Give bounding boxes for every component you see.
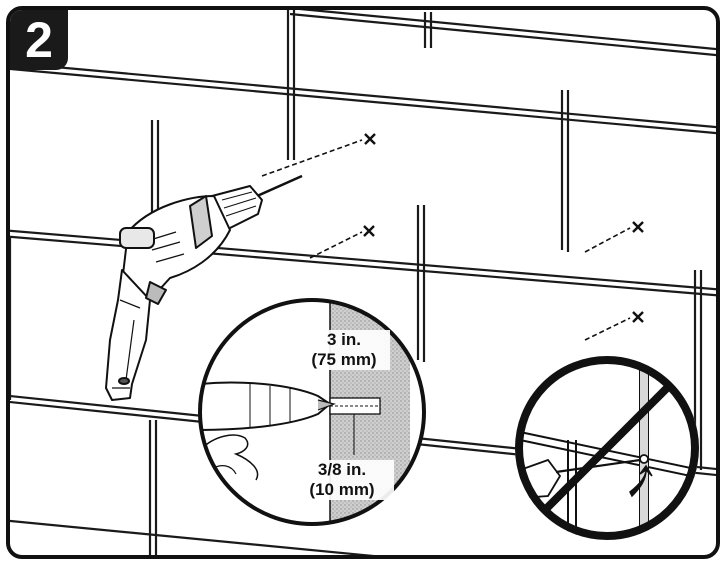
depth-millimeters: (75 mm) (311, 350, 377, 369)
power-drill-icon (105, 174, 303, 401)
prohibited-sign-icon (515, 356, 699, 540)
drill-mark-2 (309, 225, 375, 259)
depth-label: 3 in. (75 mm) (298, 330, 390, 370)
depth-inches: 3 in. (326, 330, 361, 349)
drill-mark-4 (584, 311, 644, 341)
wall-section (330, 300, 410, 524)
drill-mark-1 (261, 133, 376, 177)
drill-marks (261, 133, 644, 341)
curved-arrow-icon (629, 464, 653, 498)
diameter-inches: 3/8 in. (317, 460, 367, 479)
step-number-badge: 2 (10, 10, 68, 70)
grout-vertical (8, 8, 703, 557)
drill-mark-3 (584, 221, 644, 253)
diameter-label: 3/8 in. (10 mm) (290, 460, 394, 500)
magnified-detail-circle (198, 298, 426, 526)
diameter-millimeters: (10 mm) (309, 480, 375, 499)
panel-frame (6, 6, 720, 559)
